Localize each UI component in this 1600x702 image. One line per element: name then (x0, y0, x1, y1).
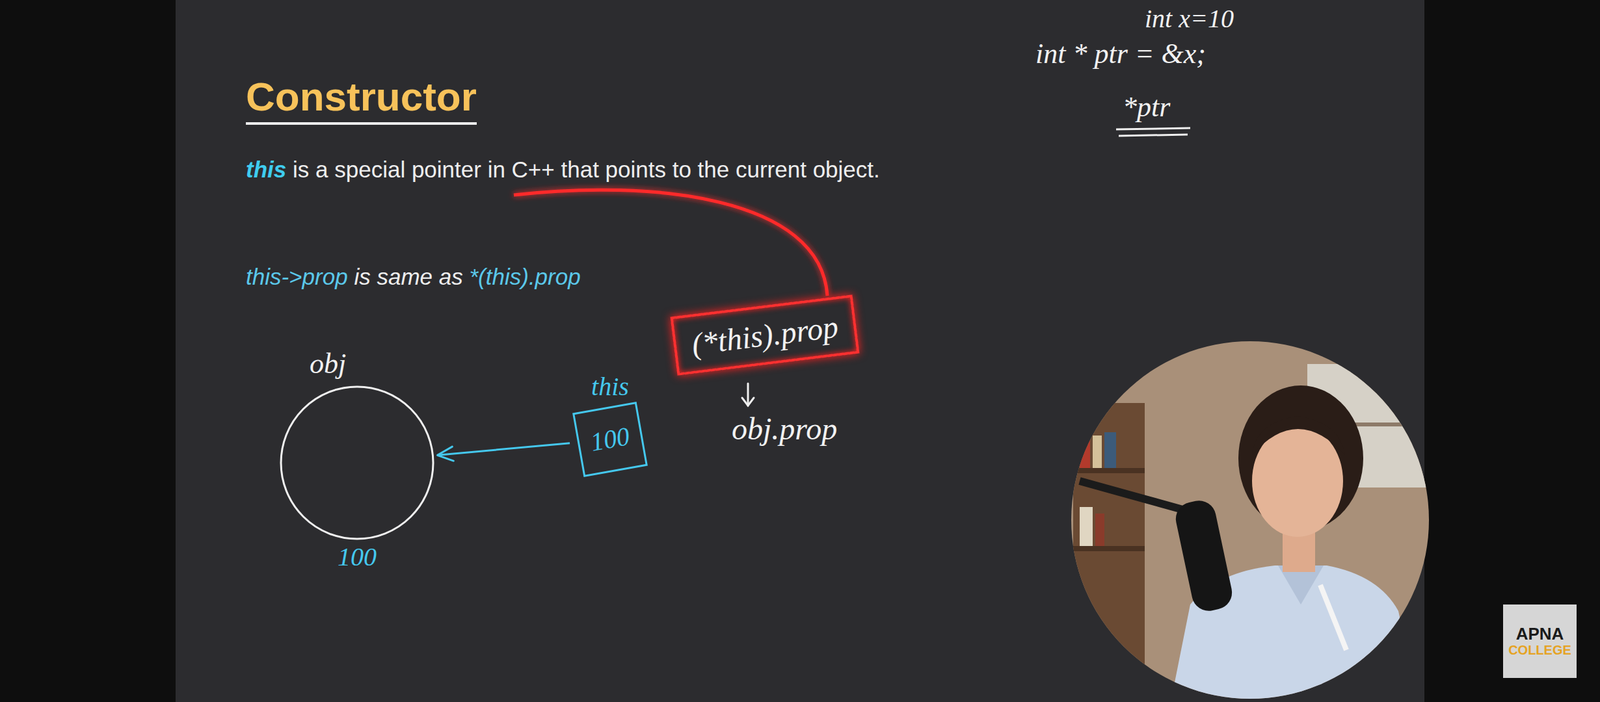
webcam-image (1066, 338, 1431, 702)
pointer-box: 100 (572, 401, 648, 478)
pointer-name: this (591, 372, 629, 402)
pointer-arrow (437, 443, 570, 462)
down-arrow (742, 383, 754, 406)
logo-text: APNA (1516, 625, 1565, 644)
logo-text: COLLEGE (1508, 643, 1572, 658)
highlighted-expression: (*this).prop (689, 308, 840, 362)
object-circle (279, 385, 436, 542)
handwritten-code: int x=10 (1144, 3, 1234, 34)
definition-text: is a special pointer in C++ that points … (292, 156, 880, 184)
node-circle: obj 100 (279, 347, 436, 573)
object-name: obj (309, 347, 347, 382)
handwritten-note: obj.prop (731, 411, 838, 447)
handwritten-code: *ptr (1122, 91, 1171, 125)
slide-title: Constructor (245, 72, 477, 125)
ptr-underline (1116, 128, 1191, 136)
handwritten-code: int * ptr = &x; (1035, 37, 1206, 71)
sentence-row: thisis a special pointer in C++ that poi… (245, 156, 880, 184)
circle-outline (279, 385, 436, 542)
address-value: 100 (337, 542, 377, 573)
definition-text: is same as (353, 263, 463, 291)
title-wrap: Constructor (245, 72, 477, 125)
circle-outline-path (280, 386, 434, 540)
node-logo: APNACOLLEGE (1503, 604, 1577, 679)
pointer-arrow-line (437, 443, 570, 456)
code-text: *(this).prop (469, 263, 581, 291)
arrow-head (437, 446, 454, 462)
node-tilted: this 100 (577, 372, 643, 473)
code-text: this->prop (245, 263, 348, 291)
pointer-value: 100 (587, 421, 632, 458)
keyword: this (245, 156, 287, 184)
equivalence-row: this->propis same as*(this).prop (245, 263, 581, 291)
